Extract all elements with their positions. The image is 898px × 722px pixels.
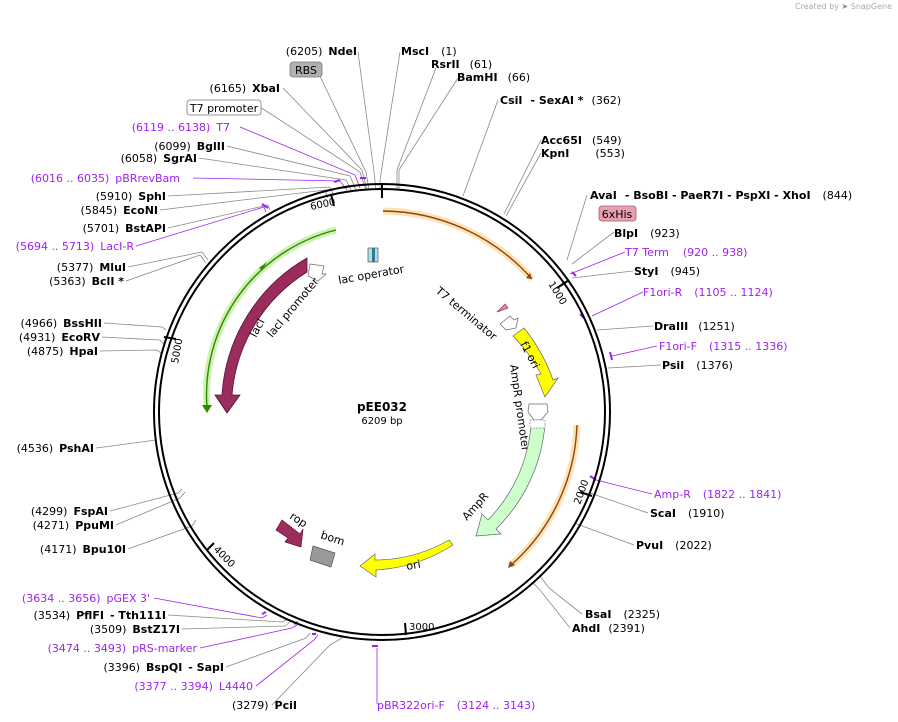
site-bcli: (5363)BclI *: [49, 275, 124, 288]
lac-operator-feature: lac operator: [337, 247, 406, 287]
snapgene-logo-icon: ➤: [841, 2, 849, 11]
site-econi: (5845)EcoNI: [81, 204, 158, 217]
site-bspqi: (3396)BspQI- SapI: [103, 661, 224, 674]
tick-label-2000: 2000: [572, 478, 591, 506]
site-pvui: PvuI(2022): [636, 539, 712, 552]
laci-promoter-arrow: [307, 263, 327, 282]
ampr-arrow: [475, 423, 546, 537]
site-bamhi: BamHI(66): [457, 71, 530, 84]
site-bstapi: (5701)BstAPI: [83, 222, 166, 235]
orf-arcs: [382, 207, 581, 569]
site-xbai: (6165)XbaI: [210, 82, 280, 95]
snapgene-credit: Created by ➤ SnapGene: [795, 2, 892, 11]
primer-laci-r: (5694 .. 5713)LacI-R: [16, 240, 135, 253]
site-bpu10i: (4171)Bpu10I: [40, 543, 126, 556]
credit-brand: SnapGene: [850, 2, 892, 11]
primer-marks: [261, 177, 613, 647]
t7-promoter-label: T7 promoter: [189, 102, 259, 115]
bom-label: bom: [319, 528, 346, 548]
rbs-label: RBS: [295, 64, 317, 77]
primer-labels-right: T7 Term(920 .. 938) F1ori-R(1105 .. 1124…: [377, 246, 788, 712]
left-site-labels: (6205)NdeI (6165)XbaI (6099)BglII (6058)…: [17, 45, 357, 712]
site-pflfi: (3534)PflFI- Tth111I: [34, 609, 166, 622]
site-avai: AvaI- BsoBI - PaeR7I - PspXI - XhoI(844): [590, 189, 852, 202]
site-pshai: (4536)PshAI: [17, 442, 94, 455]
right-site-labels: MscI(1) RsrII(61) BamHI(66) CsiI- SexAI …: [401, 45, 852, 635]
primer-pbrrevbam: (6016 .. 6035)pBRrevBam: [31, 172, 180, 185]
site-ecorv: (4931)EcoRV: [19, 331, 101, 344]
ampr-label: AmpR: [460, 490, 492, 523]
site-bsshii: (4966)BssHII: [21, 317, 102, 330]
primer-pbr322ori-f: pBR322ori-F(3124 .. 3143): [377, 699, 535, 712]
primer-t7: (6119 .. 6138)T7: [132, 121, 230, 134]
ori-feature: ori: [359, 539, 454, 578]
tick-label-3000: 3000: [409, 622, 434, 633]
site-draiii: DraIII(1251): [654, 320, 735, 333]
site-scai: ScaI(1910): [650, 507, 725, 520]
primer-t7-term: T7 Term(920 .. 938): [624, 246, 747, 259]
laci-outer-arc: [205, 229, 337, 409]
ampr-feature: AmpR: [460, 419, 546, 537]
site-bsai: BsaI(2325): [585, 608, 660, 621]
rop-arrow: [275, 519, 304, 548]
site-blpi: BlpI(923): [614, 227, 680, 240]
ori-arrow: [359, 539, 454, 578]
plasmid-name: pEE032: [357, 400, 407, 414]
site-styi: StyI(945): [634, 265, 700, 278]
his-tag-box: 6xHis: [598, 205, 637, 222]
orf-arc-right: [509, 424, 578, 567]
t7-terminator-label: T7 terminator: [432, 284, 499, 344]
primer-amp-r: Amp-R(1822 .. 1841): [654, 488, 781, 501]
bom-feature: bom: [309, 528, 346, 568]
site-acc65i: Acc65I(549): [541, 134, 622, 147]
t7-promoter-box: T7 promoter: [186, 99, 262, 116]
site-mlui: (5377)MluI: [57, 261, 126, 274]
site-ppumi: (4271)PpuMI: [33, 519, 114, 532]
laci-arrow: [214, 257, 308, 414]
rop-feature: rop: [275, 510, 310, 548]
f1-ori-arrow: [512, 327, 559, 398]
site-fspai: (4299)FspAI: [31, 505, 108, 518]
site-pcii: (3279)PciI: [232, 699, 297, 712]
t7-terminator-arrow: [499, 315, 519, 331]
ori-label: ori: [405, 558, 421, 573]
bom-box: [309, 545, 336, 568]
his-tag-label: 6xHis: [602, 208, 633, 221]
leader-lines: [95, 51, 662, 706]
site-ndei: (6205)NdeI: [286, 45, 357, 58]
lac-operator-label: lac operator: [337, 262, 405, 286]
site-ahdi: AhdI(2391): [572, 622, 645, 635]
site-sphi: (5910)SphI: [96, 190, 166, 203]
site-rsrii: RsrII(61): [431, 58, 492, 71]
primer-pgex3: (3634 .. 3656)pGEX 3': [22, 592, 150, 605]
site-bstz17i: (3509)BstZ17I: [90, 623, 180, 636]
primer-f1ori-f: F1ori-F(1315 .. 1336): [659, 340, 788, 353]
site-psii: PsiI(1376): [662, 359, 733, 372]
site-bglii: (6099)BglII: [154, 140, 225, 153]
t7-terminator-feature: T7 terminator: [432, 284, 519, 344]
site-csii: CsiI- SexAI *(362): [500, 94, 621, 107]
primer-labels-left: (6119 .. 6138)T7 (6016 .. 6035)pBRrevBam…: [16, 121, 253, 693]
tick-label-5000: 5000: [170, 338, 185, 365]
primer-prs-marker: (3474 .. 3493)pRS-marker: [48, 642, 198, 655]
site-kpni: KpnI(553): [541, 147, 625, 160]
site-msci: MscI(1): [401, 45, 457, 58]
plasmid-length: 6209 bp: [361, 416, 402, 427]
ring-ticks: [163, 184, 593, 636]
primer-f1ori-r: F1ori-R(1105 .. 1124): [643, 286, 773, 299]
site-hpai: (4875)HpaI: [27, 345, 98, 358]
ampr-promoter-arrow: [527, 403, 549, 421]
credit-prefix: Created by: [794, 2, 839, 11]
orf-arc-top: [382, 210, 533, 280]
primer-l4440: (3377 .. 3394)L4440: [134, 680, 253, 693]
site-sgrai: (6058)SgrAI: [121, 152, 197, 165]
rbs-box: RBS: [289, 61, 323, 78]
tick-label-6000: 6000: [309, 197, 336, 213]
